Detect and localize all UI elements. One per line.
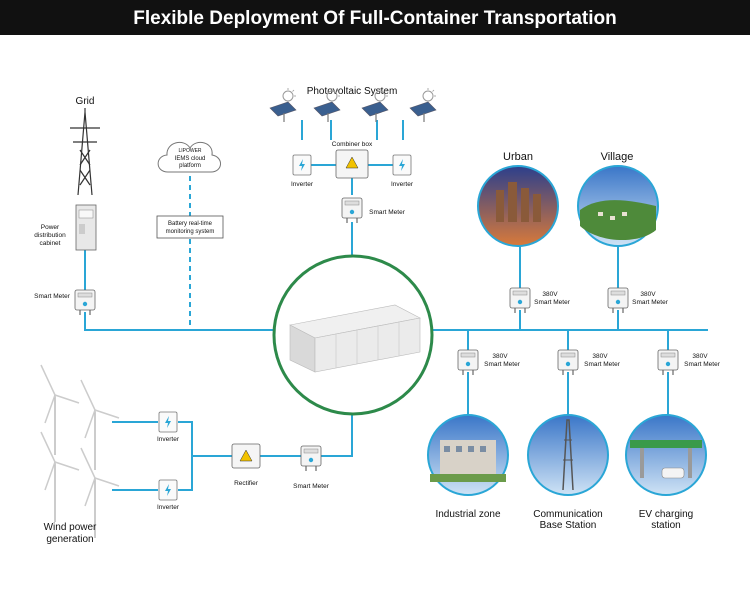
power-cabinet-icon [75,204,97,251]
header-bar [0,0,750,35]
urban-smart-meter-icon [509,287,531,314]
pv-smart-meter-label: Smart Meter [369,209,406,216]
communication-label-1: Communication [533,509,602,520]
wind-inverter-bottom-label: Inverter [157,504,180,511]
urban-label: Urban [503,151,533,163]
grid-smart-meter-label: Smart Meter [34,293,71,300]
power-cabinet-label-1: Power [41,224,60,231]
wind-inverter-top-icon [158,411,178,433]
cloud-icon [157,141,221,173]
wind-smart-meter-icon [300,445,322,472]
communication-station-photo [527,414,609,496]
village-380v-label: 380V [640,291,656,298]
pv-inverter-right-icon [392,154,412,176]
ev-charging-label-1: EV charging [639,509,693,520]
wind-power-label-2: generation [46,534,93,545]
solar-panel-icon [409,87,437,123]
power-cabinet-label-2: distribution [34,232,66,239]
monitoring-label-1: Battery real-time [168,221,213,227]
wind-turbine-icon [80,379,120,471]
village-photo [577,165,659,247]
urban-photo [477,165,559,247]
pv-inverter-left-icon [292,154,312,176]
wind-smart-meter-label: Smart Meter [293,483,330,490]
wind-turbine-icon [40,431,80,523]
cloud-brand-label: LIPOWER [178,148,201,154]
grid-smart-meter-icon [74,289,96,316]
village-smart-meter-label: Smart Meter [632,299,669,306]
battery-containers-icon [289,304,421,373]
pv-smart-meter-icon [341,197,363,224]
pv-inverter-right-label: Inverter [391,181,414,188]
wind-power-label-1: Wind power [44,522,97,533]
ev-smart-meter-icon [657,349,679,376]
industrial-smart-meter-label: Smart Meter [484,361,521,368]
pv-inverter-left-label: Inverter [291,181,314,188]
ev-smart-meter-label: Smart Meter [684,361,721,368]
comm-smart-meter-label: Smart Meter [584,361,621,368]
wind-turbine-icon [40,364,80,456]
urban-380v-label: 380V [542,291,558,298]
wind-inverter-bottom-icon [158,479,178,501]
industrial-zone-photo [427,414,509,496]
grid-tower-icon [70,108,100,196]
page-title: Flexible Deployment Of Full-Container Tr… [133,8,617,29]
pv-system-label: Photovoltaic System [307,86,398,97]
monitoring-system-box [156,215,224,239]
ev-charging-photo [625,414,707,496]
comm-380v-label: 380V [592,353,608,360]
monitoring-label-2: monitoring system [166,229,215,235]
rectifier-icon [231,443,261,469]
ev-charging-label-2: station [651,520,680,531]
grid-label: Grid [76,96,95,107]
communication-label-2: Base Station [540,520,597,531]
power-cabinet-label-3: cabinet [40,240,61,247]
wind-inverter-top-label: Inverter [157,436,180,443]
comm-smart-meter-icon [557,349,579,376]
industrial-zone-label: Industrial zone [435,509,500,520]
solar-panel-icon [269,87,297,123]
ev-380v-label: 380V [692,353,708,360]
industrial-smart-meter-icon [457,349,479,376]
village-smart-meter-icon [607,287,629,314]
connection-lines [84,120,708,491]
rectifier-label: Rectifier [234,480,259,487]
cloud-label-2: platform [179,163,201,169]
industrial-380v-label: 380V [492,353,508,360]
combiner-box-icon [335,149,369,179]
cloud-label-1: IEMS cloud [175,156,206,162]
village-label: Village [601,151,634,163]
combiner-box-label: Combiner box [332,141,373,148]
urban-smart-meter-label: Smart Meter [534,299,571,306]
